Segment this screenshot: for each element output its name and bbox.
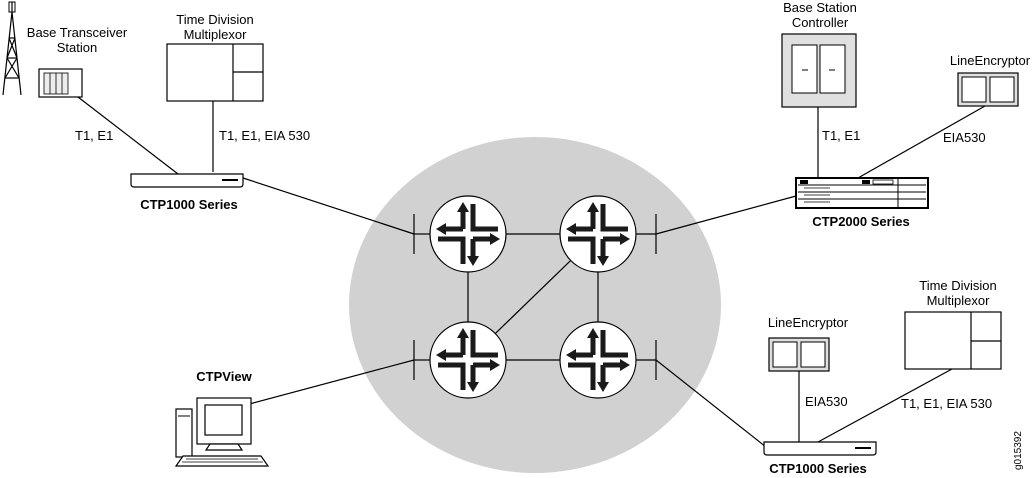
time-division-multiplexor-top [166,43,264,102]
tdm-top-label-line2: Multiplexor [184,27,248,42]
router-icon [430,196,506,272]
lineencryptor-top-label: LineEncryptor [950,53,1031,68]
computer-workstation-icon [174,397,270,467]
bts-label-line1: Base Transceiver [27,25,128,40]
ctpview-label: CTPView [196,369,252,384]
antenna-tower-icon [2,1,22,96]
ctp1000-device-top [130,173,244,188]
bsc-label-line2: Controller [792,15,849,30]
network-connections [237,177,797,448]
tdm-bottom-label-line2: Multiplexor [927,293,991,308]
base-station-controller [781,33,857,108]
link-label-bts: T1, E1 [75,128,113,143]
line-encryptor-bottom [768,337,830,372]
tdm-top-label-line1: Time Division [176,12,254,27]
link-label-tdm-bottom: T1, E1, EIA 530 [901,396,992,411]
base-transceiver-station-unit [38,68,83,98]
router-icon [560,196,636,272]
link-label-tdm-top: T1, E1, EIA 530 [219,128,310,143]
lineencryptor-bottom-label: LineEncryptor [768,315,849,330]
bsc-label-line1: Base Station [783,0,857,15]
ctp1000-device-bottom [763,441,877,456]
link-label-enc-top: EIA530 [943,130,986,145]
ctp2000-label: CTP2000 Series [812,214,910,229]
link-label-enc-bottom: EIA530 [805,394,848,409]
router-icon [430,322,506,398]
ctp1000-bottom-label: CTP1000 Series [769,461,867,476]
line-encryptor-top [957,72,1019,107]
ctp2000-device [795,177,929,209]
router-icon [560,322,636,398]
ctp1000-top-label: CTP1000 Series [140,197,238,212]
time-division-multiplexor-bottom [904,311,1002,370]
network-cloud [349,137,721,473]
bts-label-line2: Station [57,40,97,55]
tdm-bottom-label-line1: Time Division [919,278,997,293]
link-label-bsc: T1, E1 [822,128,860,143]
figure-id: g015392 [1013,431,1024,470]
